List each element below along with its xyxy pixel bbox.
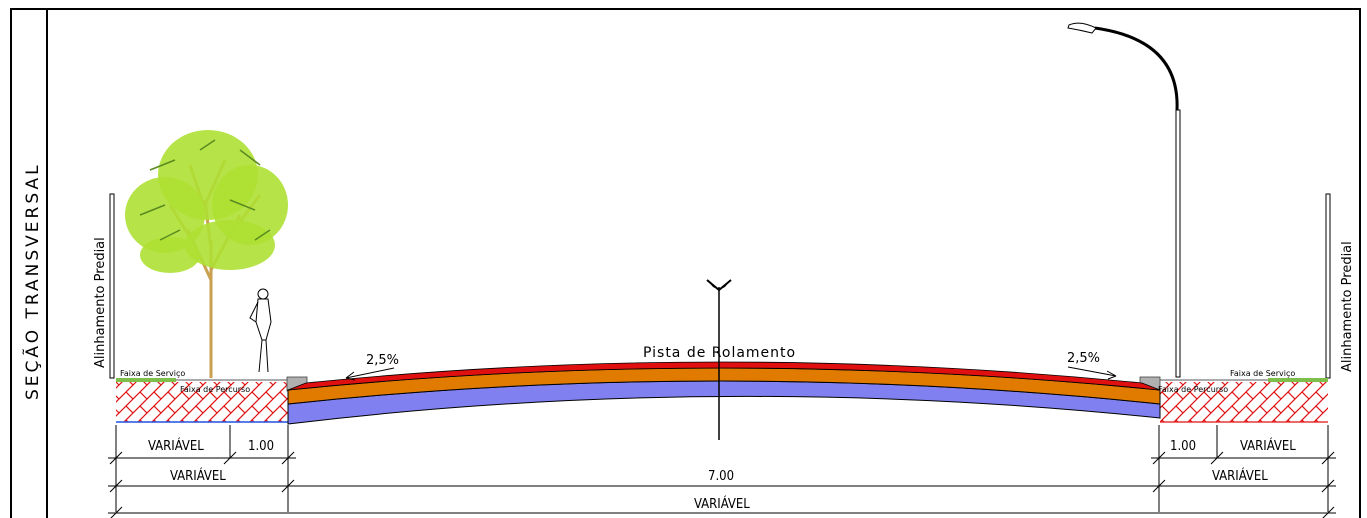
alinhamento-label-right: Alinhamento Predial [1340,241,1355,372]
dim-row2-right-variavel: VARIÁVEL [1212,468,1268,484]
faixa-servico-right: Faixa de Serviço [1230,369,1295,378]
dimension-lines [108,425,1336,518]
grass-strip-right [1268,378,1328,382]
tree-icon [125,130,288,378]
faixa-servico-left: Faixa de Serviço [120,369,185,378]
grass-strip-left [116,378,176,382]
slope-left-arrow [345,367,395,381]
alinhamento-label-left: Alinhamento Predial [93,237,108,368]
faixa-percurso-right: Faixa de Percurso [1158,385,1228,394]
slope-right-label: 2,5% [1067,351,1100,366]
street-lamp-icon [1067,22,1181,378]
dim-row2-left-variavel: VARIÁVEL [170,468,226,484]
dim-row1-left-100: 1.00 [248,439,274,454]
dim-row1-right-variavel: VARIÁVEL [1240,438,1296,454]
slope-right-arrow [1067,366,1117,380]
sidewalk-right-hatch [1160,382,1328,422]
road-asphalt-layer [287,361,1161,391]
building-line-left [109,193,115,379]
dim-row1-right-100: 1.00 [1170,439,1196,454]
dim-row3-total: VARIÁVEL [694,496,750,512]
building-line-right [1325,193,1331,379]
dim-row1-left-variavel: VARIÁVEL [148,438,204,454]
pedestrian-icon [249,288,272,373]
north-arrow-icon [706,279,732,291]
section-title: SEÇÃO TRANSVERSAL [21,162,43,400]
slope-left-label: 2,5% [366,353,399,368]
drawing-border [10,8,1361,518]
faixa-percurso-left: Faixa de Percurso [180,385,250,394]
sidewalk-left-hatch [116,382,288,422]
dim-row2-center: 7.00 [708,469,734,484]
pista-label: Pista de Rolamento [643,345,796,361]
